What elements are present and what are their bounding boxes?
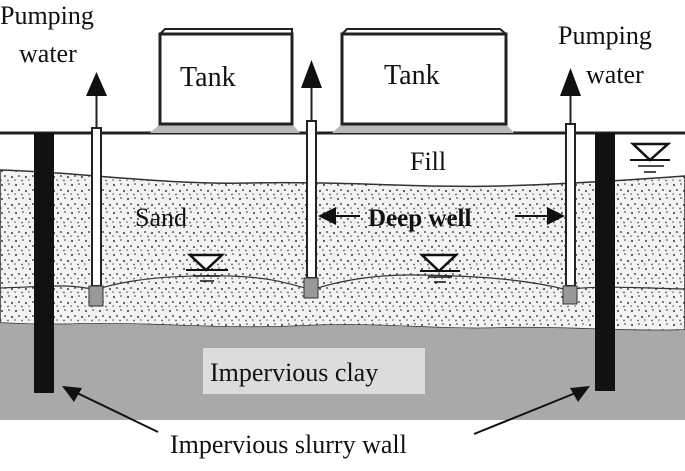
tank-right xyxy=(332,28,514,133)
slurry-wall-right xyxy=(595,133,615,391)
clay-label-box xyxy=(203,348,425,394)
arrow-up-icon xyxy=(301,60,322,88)
label-fill: Fill xyxy=(410,147,446,176)
well-right xyxy=(560,68,581,305)
label-pumping-left-1: Pumping xyxy=(0,1,94,30)
label-impervious-clay: Impervious clay xyxy=(210,358,378,387)
arrow-icon xyxy=(62,386,82,402)
arrow-icon xyxy=(570,386,590,402)
water-table-symbol-right xyxy=(629,142,672,173)
label-deep-well: Deep well xyxy=(368,205,471,232)
arrow-left-icon xyxy=(318,207,336,225)
slurry-pointer-right xyxy=(473,391,579,435)
label-sand: Sand xyxy=(135,203,187,232)
arrow-right-icon xyxy=(547,207,565,225)
label-tank-left: Tank xyxy=(180,62,236,93)
label-tank-right: Tank xyxy=(384,60,440,91)
slurry-wall-left xyxy=(34,133,54,393)
water-table-symbol-center xyxy=(418,253,460,283)
slurry-pointer-left xyxy=(74,391,159,433)
tank-left xyxy=(150,28,300,133)
label-pumping-right-1: Pumping xyxy=(558,21,652,50)
label-pumping-left-2: water xyxy=(19,39,77,68)
label-impervious-slurry-wall: Impervious slurry wall xyxy=(170,430,407,459)
label-pumping-right-2: water xyxy=(586,60,644,89)
arrow-up-icon xyxy=(86,72,107,96)
arrow-up-icon xyxy=(560,68,581,96)
well-center xyxy=(301,60,322,299)
well-left xyxy=(86,72,107,307)
water-table-symbol-left xyxy=(186,253,228,282)
